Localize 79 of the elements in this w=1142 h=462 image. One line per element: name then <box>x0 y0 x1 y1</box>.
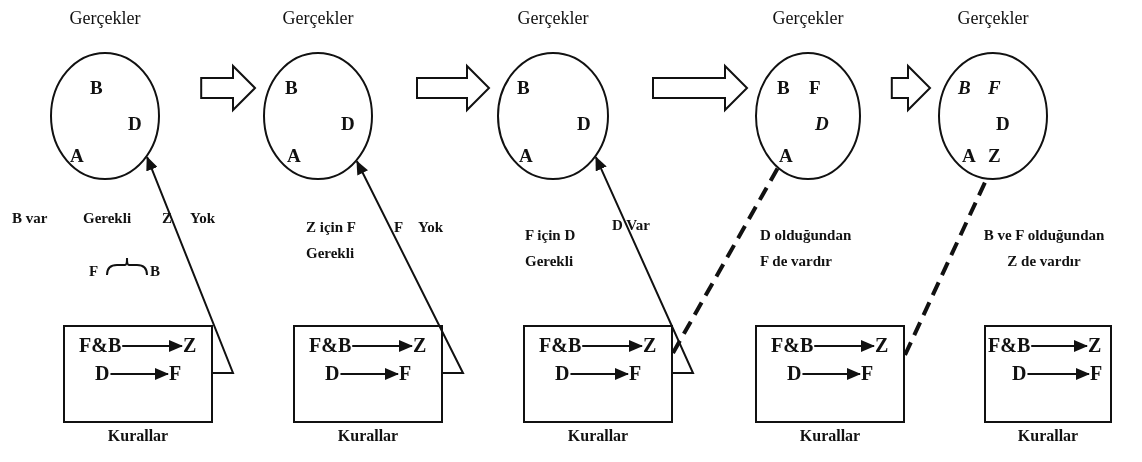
fact-letter: Z <box>988 146 1001 165</box>
fact-letter: B <box>958 78 971 97</box>
fact-letter: B <box>90 78 103 97</box>
note-text: F için D Gerekli <box>525 226 577 271</box>
rules-heading: Kurallar <box>337 427 399 445</box>
fact-letter: B <box>517 78 530 97</box>
fact-letter: D <box>341 114 355 133</box>
rule-term: D <box>325 363 340 383</box>
rule-term: D <box>1012 363 1027 383</box>
rule-term: Z <box>875 335 889 355</box>
rule-term: Z <box>643 335 657 355</box>
rule-term: F&B <box>309 335 352 355</box>
rule-term: F <box>861 363 874 383</box>
fact-letter: A <box>962 146 976 165</box>
rule-term: F <box>629 363 642 383</box>
note-text: Yok <box>190 209 215 228</box>
block-arrow <box>652 63 749 113</box>
note-text: Z için F Gerekli <box>306 218 357 263</box>
arrow <box>351 340 413 352</box>
arrow <box>109 368 169 380</box>
note-text: D olduğundan F de vardır <box>760 226 853 271</box>
note-text: F <box>394 218 404 237</box>
rule-term: F <box>1090 363 1103 383</box>
fact-letter: D <box>128 114 142 133</box>
rule-term: D <box>95 363 110 383</box>
arrow <box>1030 340 1088 352</box>
leader-line <box>355 160 465 374</box>
rules-heading: Kurallar <box>799 427 861 445</box>
rule-term: F <box>169 363 182 383</box>
rules-heading: Kurallar <box>107 427 169 445</box>
note-text: F <box>89 262 99 281</box>
note-text: Gerekli <box>83 209 132 228</box>
note-text: B var <box>12 209 48 228</box>
rule-term: D <box>555 363 570 383</box>
leader-line <box>594 156 695 374</box>
leader-line <box>146 156 235 374</box>
note-text: B <box>150 262 160 281</box>
fact-letter: F <box>988 78 1001 97</box>
block-arrow <box>416 63 491 113</box>
arrow <box>801 368 861 380</box>
rule-term: Z <box>183 335 197 355</box>
leader-line <box>671 167 780 354</box>
rule-term: F <box>399 363 412 383</box>
fact-letter: D <box>996 114 1010 133</box>
note-text: B ve F olduğundan Z de vardır <box>982 226 1106 271</box>
rule-term: D <box>787 363 802 383</box>
fact-letter: B <box>285 78 298 97</box>
fact-letter: A <box>70 146 84 165</box>
note-text: Z <box>162 209 172 228</box>
fact-letter: A <box>287 146 301 165</box>
facts-heading: Gerçekler <box>772 8 844 29</box>
arrow <box>121 340 183 352</box>
fact-letter: F <box>809 78 821 97</box>
block-arrow <box>890 63 932 113</box>
fact-letter: A <box>519 146 533 165</box>
fact-letter: B <box>777 78 790 97</box>
rule-term: Z <box>1088 335 1102 355</box>
arrow <box>569 368 629 380</box>
arrow <box>339 368 399 380</box>
facts-heading: Gerçekler <box>69 8 141 29</box>
facts-heading: Gerçekler <box>282 8 354 29</box>
arrow <box>813 340 875 352</box>
rules-heading: Kurallar <box>567 427 629 445</box>
rule-term: F&B <box>988 335 1031 355</box>
fact-letter: A <box>779 146 793 165</box>
block-arrow <box>200 63 257 113</box>
rule-term: F&B <box>539 335 582 355</box>
note-text: Yok <box>418 218 443 237</box>
rules-heading: Kurallar <box>1017 427 1079 445</box>
facts-heading: Gerçekler <box>517 8 589 29</box>
rule-term: F&B <box>771 335 814 355</box>
arrow <box>1026 368 1090 380</box>
facts-heading: Gerçekler <box>957 8 1029 29</box>
rule-term: Z <box>413 335 427 355</box>
rule-term: F&B <box>79 335 122 355</box>
fact-letter: D <box>577 114 591 133</box>
fact-letter: D <box>815 114 829 133</box>
arrow <box>581 340 643 352</box>
note-text: D Var <box>612 216 650 235</box>
